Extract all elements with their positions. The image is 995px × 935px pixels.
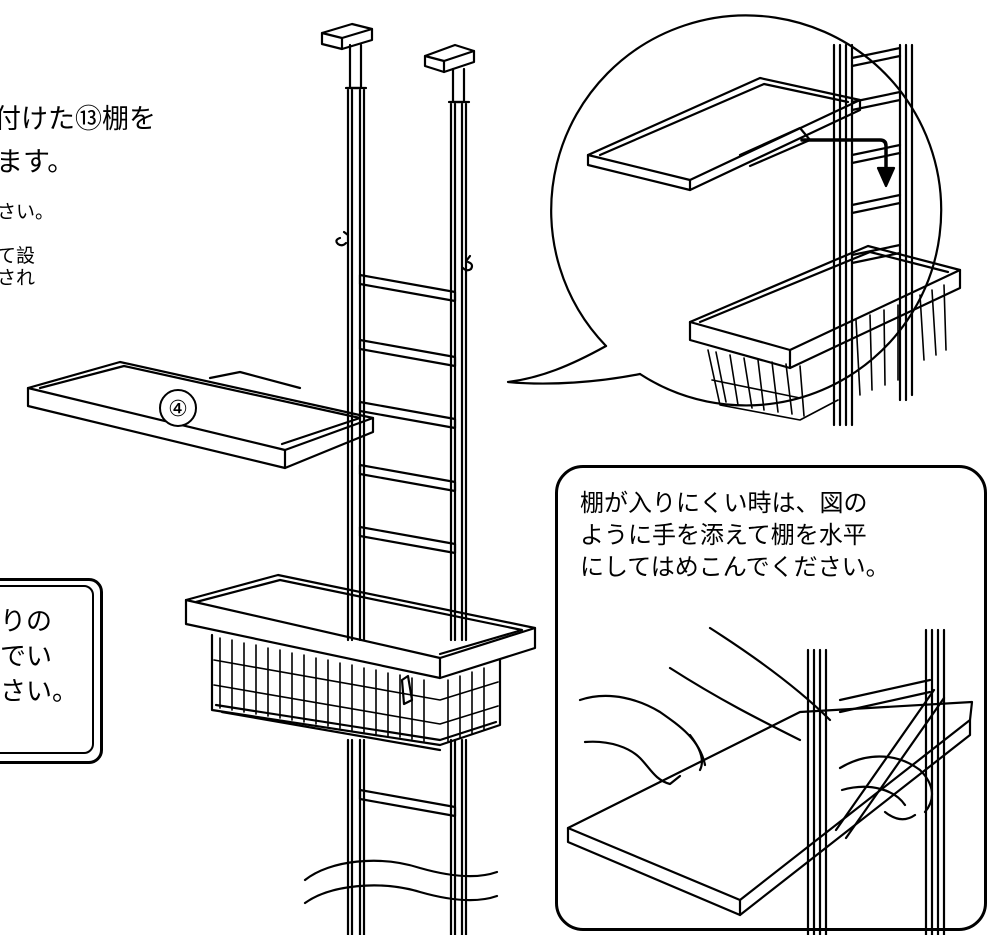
tip-line-2: ように手を添えて棚を水平 [580, 521, 867, 549]
caution-box-inner-border [0, 585, 94, 754]
zoom-bubble [506, 14, 962, 427]
instruction-title-line-1: 付けた⑬棚を [0, 104, 156, 135]
basket-shelf [184, 573, 537, 752]
tip-line-3: にしてはめこんでください。 [580, 553, 890, 581]
shelf-four [26, 360, 375, 470]
tip-line-1: 棚が入りにくい時は、図の [580, 489, 868, 517]
shelf-four-label: ④ [159, 389, 197, 427]
shelf-number: ④ [168, 397, 188, 422]
caution-line-1: りの [0, 607, 53, 637]
instruction-note-line-2: て設 [0, 245, 36, 267]
tip-illustration [566, 626, 974, 935]
tip-box [555, 465, 987, 931]
caution-box [0, 578, 103, 764]
instruction-note-line-3: され [0, 267, 36, 289]
tension-rack [303, 22, 499, 935]
caution-line-2: でい [0, 642, 53, 672]
instruction-note-line-1: さい。 [0, 201, 55, 223]
caution-line-3: さい。 [0, 677, 79, 707]
instruction-title-line-2: ます。 [0, 147, 75, 178]
